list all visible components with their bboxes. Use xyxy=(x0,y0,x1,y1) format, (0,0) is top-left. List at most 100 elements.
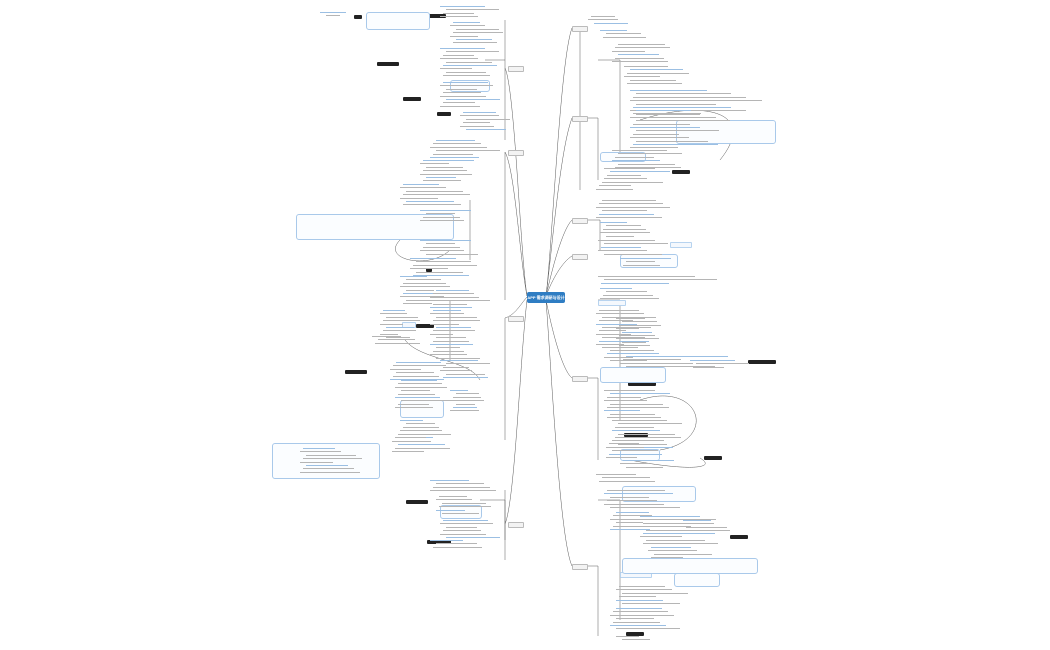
topic-node[interactable] xyxy=(604,356,634,358)
topic-node[interactable] xyxy=(436,509,466,511)
topic-node[interactable] xyxy=(606,291,647,293)
topic-node[interactable] xyxy=(612,50,645,52)
topic-node[interactable] xyxy=(423,170,468,172)
topic-node[interactable] xyxy=(406,190,463,192)
topic-node[interactable] xyxy=(450,390,468,391)
topic-node[interactable] xyxy=(326,15,341,17)
topic-node[interactable] xyxy=(403,426,439,428)
topic-node[interactable] xyxy=(406,299,458,301)
topic-node[interactable] xyxy=(636,140,708,142)
topic-node[interactable] xyxy=(439,496,468,497)
topic-node[interactable] xyxy=(400,430,442,432)
topic-node[interactable] xyxy=(640,526,692,528)
topic-node[interactable] xyxy=(616,318,645,319)
topic-node[interactable] xyxy=(386,316,419,318)
topic-node[interactable] xyxy=(440,95,487,97)
note-node[interactable] xyxy=(598,300,626,306)
topic-node[interactable] xyxy=(390,368,421,370)
topic-node[interactable] xyxy=(420,210,471,211)
topic-node[interactable] xyxy=(600,232,651,234)
topic-node[interactable] xyxy=(386,337,410,339)
topic-node[interactable] xyxy=(636,93,732,95)
topic-node[interactable] xyxy=(393,365,446,367)
topic-node[interactable] xyxy=(607,500,657,502)
topic-node[interactable] xyxy=(433,143,481,145)
topic-node[interactable] xyxy=(420,250,465,252)
topic-node[interactable] xyxy=(618,423,682,425)
topic-node[interactable] xyxy=(624,76,661,78)
topic-node[interactable] xyxy=(602,337,645,339)
topic-node[interactable] xyxy=(420,240,471,241)
topic-node[interactable] xyxy=(618,153,682,155)
topic-node[interactable] xyxy=(375,342,420,344)
topic-node[interactable] xyxy=(440,533,487,535)
topic-node[interactable] xyxy=(596,188,634,190)
topic-node[interactable] xyxy=(599,310,640,311)
topic-node[interactable] xyxy=(646,529,708,531)
topic-node[interactable] xyxy=(395,447,450,449)
topic-node[interactable] xyxy=(416,271,463,273)
node-group[interactable] xyxy=(366,12,430,30)
topic-node[interactable] xyxy=(450,410,480,412)
topic-node[interactable] xyxy=(443,54,474,56)
topic-node[interactable] xyxy=(619,586,665,587)
topic-node[interactable] xyxy=(598,240,655,241)
topic-node[interactable] xyxy=(604,493,673,495)
topic-node[interactable] xyxy=(450,25,485,27)
branch-node[interactable] xyxy=(572,26,588,32)
topic-node[interactable] xyxy=(616,589,672,591)
topic-node[interactable] xyxy=(615,57,664,59)
topic-node[interactable] xyxy=(436,316,477,318)
topic-node[interactable] xyxy=(401,380,437,381)
topic-node[interactable] xyxy=(456,28,499,30)
topic-node[interactable] xyxy=(430,540,463,541)
topic-node[interactable] xyxy=(596,313,644,315)
topic-node[interactable] xyxy=(443,530,482,532)
topic-node[interactable] xyxy=(406,279,441,281)
topic-node[interactable] xyxy=(413,264,477,266)
topic-node[interactable] xyxy=(636,130,719,132)
topic-node[interactable] xyxy=(426,177,456,178)
topic-node[interactable] xyxy=(636,120,730,122)
topic-node[interactable] xyxy=(401,400,454,402)
topic-node[interactable] xyxy=(446,373,485,375)
topic-node[interactable] xyxy=(403,194,471,196)
branch-node[interactable] xyxy=(508,522,524,528)
topic-node[interactable] xyxy=(423,246,460,248)
callout-node[interactable] xyxy=(428,14,446,18)
topic-node[interactable] xyxy=(423,216,460,218)
topic-node[interactable] xyxy=(463,112,496,113)
topic-node[interactable] xyxy=(403,204,462,206)
topic-node[interactable] xyxy=(450,400,484,402)
branch-node[interactable] xyxy=(572,254,588,260)
topic-node[interactable] xyxy=(643,533,715,534)
topic-node[interactable] xyxy=(393,375,440,377)
topic-node[interactable] xyxy=(420,173,473,175)
topic-node[interactable] xyxy=(612,420,668,421)
topic-node[interactable] xyxy=(646,519,717,521)
topic-node[interactable] xyxy=(398,434,452,435)
topic-node[interactable] xyxy=(610,518,656,520)
topic-node[interactable] xyxy=(372,336,402,337)
topic-node[interactable] xyxy=(615,437,681,438)
topic-node[interactable] xyxy=(430,157,479,158)
topic-node[interactable] xyxy=(626,466,663,468)
topic-node[interactable] xyxy=(600,30,627,31)
topic-node[interactable] xyxy=(456,403,475,405)
topic-node[interactable] xyxy=(400,197,438,199)
topic-node[interactable] xyxy=(633,133,679,135)
topic-node[interactable] xyxy=(618,433,675,435)
topic-node[interactable] xyxy=(626,356,728,357)
topic-node[interactable] xyxy=(601,282,670,284)
topic-node[interactable] xyxy=(616,328,639,330)
callout-node[interactable] xyxy=(704,456,722,460)
topic-node[interactable] xyxy=(683,530,730,532)
topic-node[interactable] xyxy=(398,393,436,395)
topic-node[interactable] xyxy=(440,16,479,18)
topic-node[interactable] xyxy=(599,330,626,332)
topic-node[interactable] xyxy=(398,444,445,446)
topic-node[interactable] xyxy=(378,339,416,341)
topic-node[interactable] xyxy=(607,490,666,491)
topic-node[interactable] xyxy=(603,36,646,38)
topic-node[interactable] xyxy=(599,320,633,322)
